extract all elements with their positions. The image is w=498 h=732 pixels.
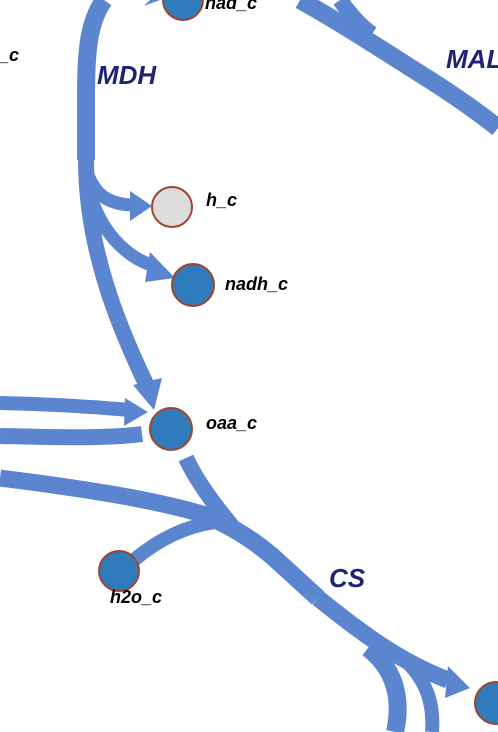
mal-edge[interactable] bbox=[295, 0, 498, 136]
mdh-arrowhead-h bbox=[130, 191, 152, 221]
cs-edge-down-2[interactable] bbox=[400, 654, 440, 732]
node-product[interactable] bbox=[474, 681, 498, 725]
mdh-edge-trunk[interactable] bbox=[77, 0, 112, 160]
incoming-edge-lower[interactable] bbox=[0, 426, 144, 446]
cs-arrowhead-product bbox=[445, 666, 470, 698]
label-partial-left: p_c bbox=[0, 45, 19, 65]
label-mal[interactable]: MAL bbox=[446, 44, 498, 74]
cs-edge-h2o[interactable] bbox=[129, 515, 217, 566]
node-nad[interactable] bbox=[162, 0, 204, 21]
label-oaa: oaa_c bbox=[206, 413, 257, 433]
label-cs[interactable]: CS bbox=[329, 563, 366, 593]
mal-edge-branch[interactable] bbox=[333, 0, 377, 41]
node-h[interactable] bbox=[151, 186, 193, 228]
mdh-edge-to-oaa[interactable] bbox=[78, 159, 156, 392]
label-nad: nad_c bbox=[205, 0, 257, 13]
node-oaa[interactable] bbox=[149, 407, 193, 451]
mdh-edge-to-nadh[interactable] bbox=[85, 197, 157, 273]
cs-edge-down[interactable] bbox=[362, 640, 407, 732]
mdh-arrowhead-oaa bbox=[133, 378, 162, 410]
node-nadh[interactable] bbox=[171, 263, 215, 307]
label-h2o: h2o_c bbox=[110, 587, 162, 607]
label-mdh[interactable]: MDH bbox=[97, 60, 157, 90]
mdh-arrowhead-nad bbox=[144, 0, 160, 6]
label-h: h_c bbox=[206, 190, 237, 210]
node-h2o[interactable] bbox=[98, 550, 140, 592]
mdh-edge-to-h[interactable] bbox=[81, 172, 133, 212]
incoming-edge-upper[interactable] bbox=[0, 396, 131, 417]
mdh-arrowhead-nadh bbox=[145, 252, 175, 282]
cs-edge-trunk[interactable] bbox=[208, 509, 325, 605]
incoming-arrowhead bbox=[124, 398, 148, 426]
cs-edge-left-input[interactable] bbox=[0, 469, 218, 527]
label-nadh: nadh_c bbox=[225, 274, 288, 294]
cs-edge-to-product[interactable] bbox=[312, 591, 452, 688]
